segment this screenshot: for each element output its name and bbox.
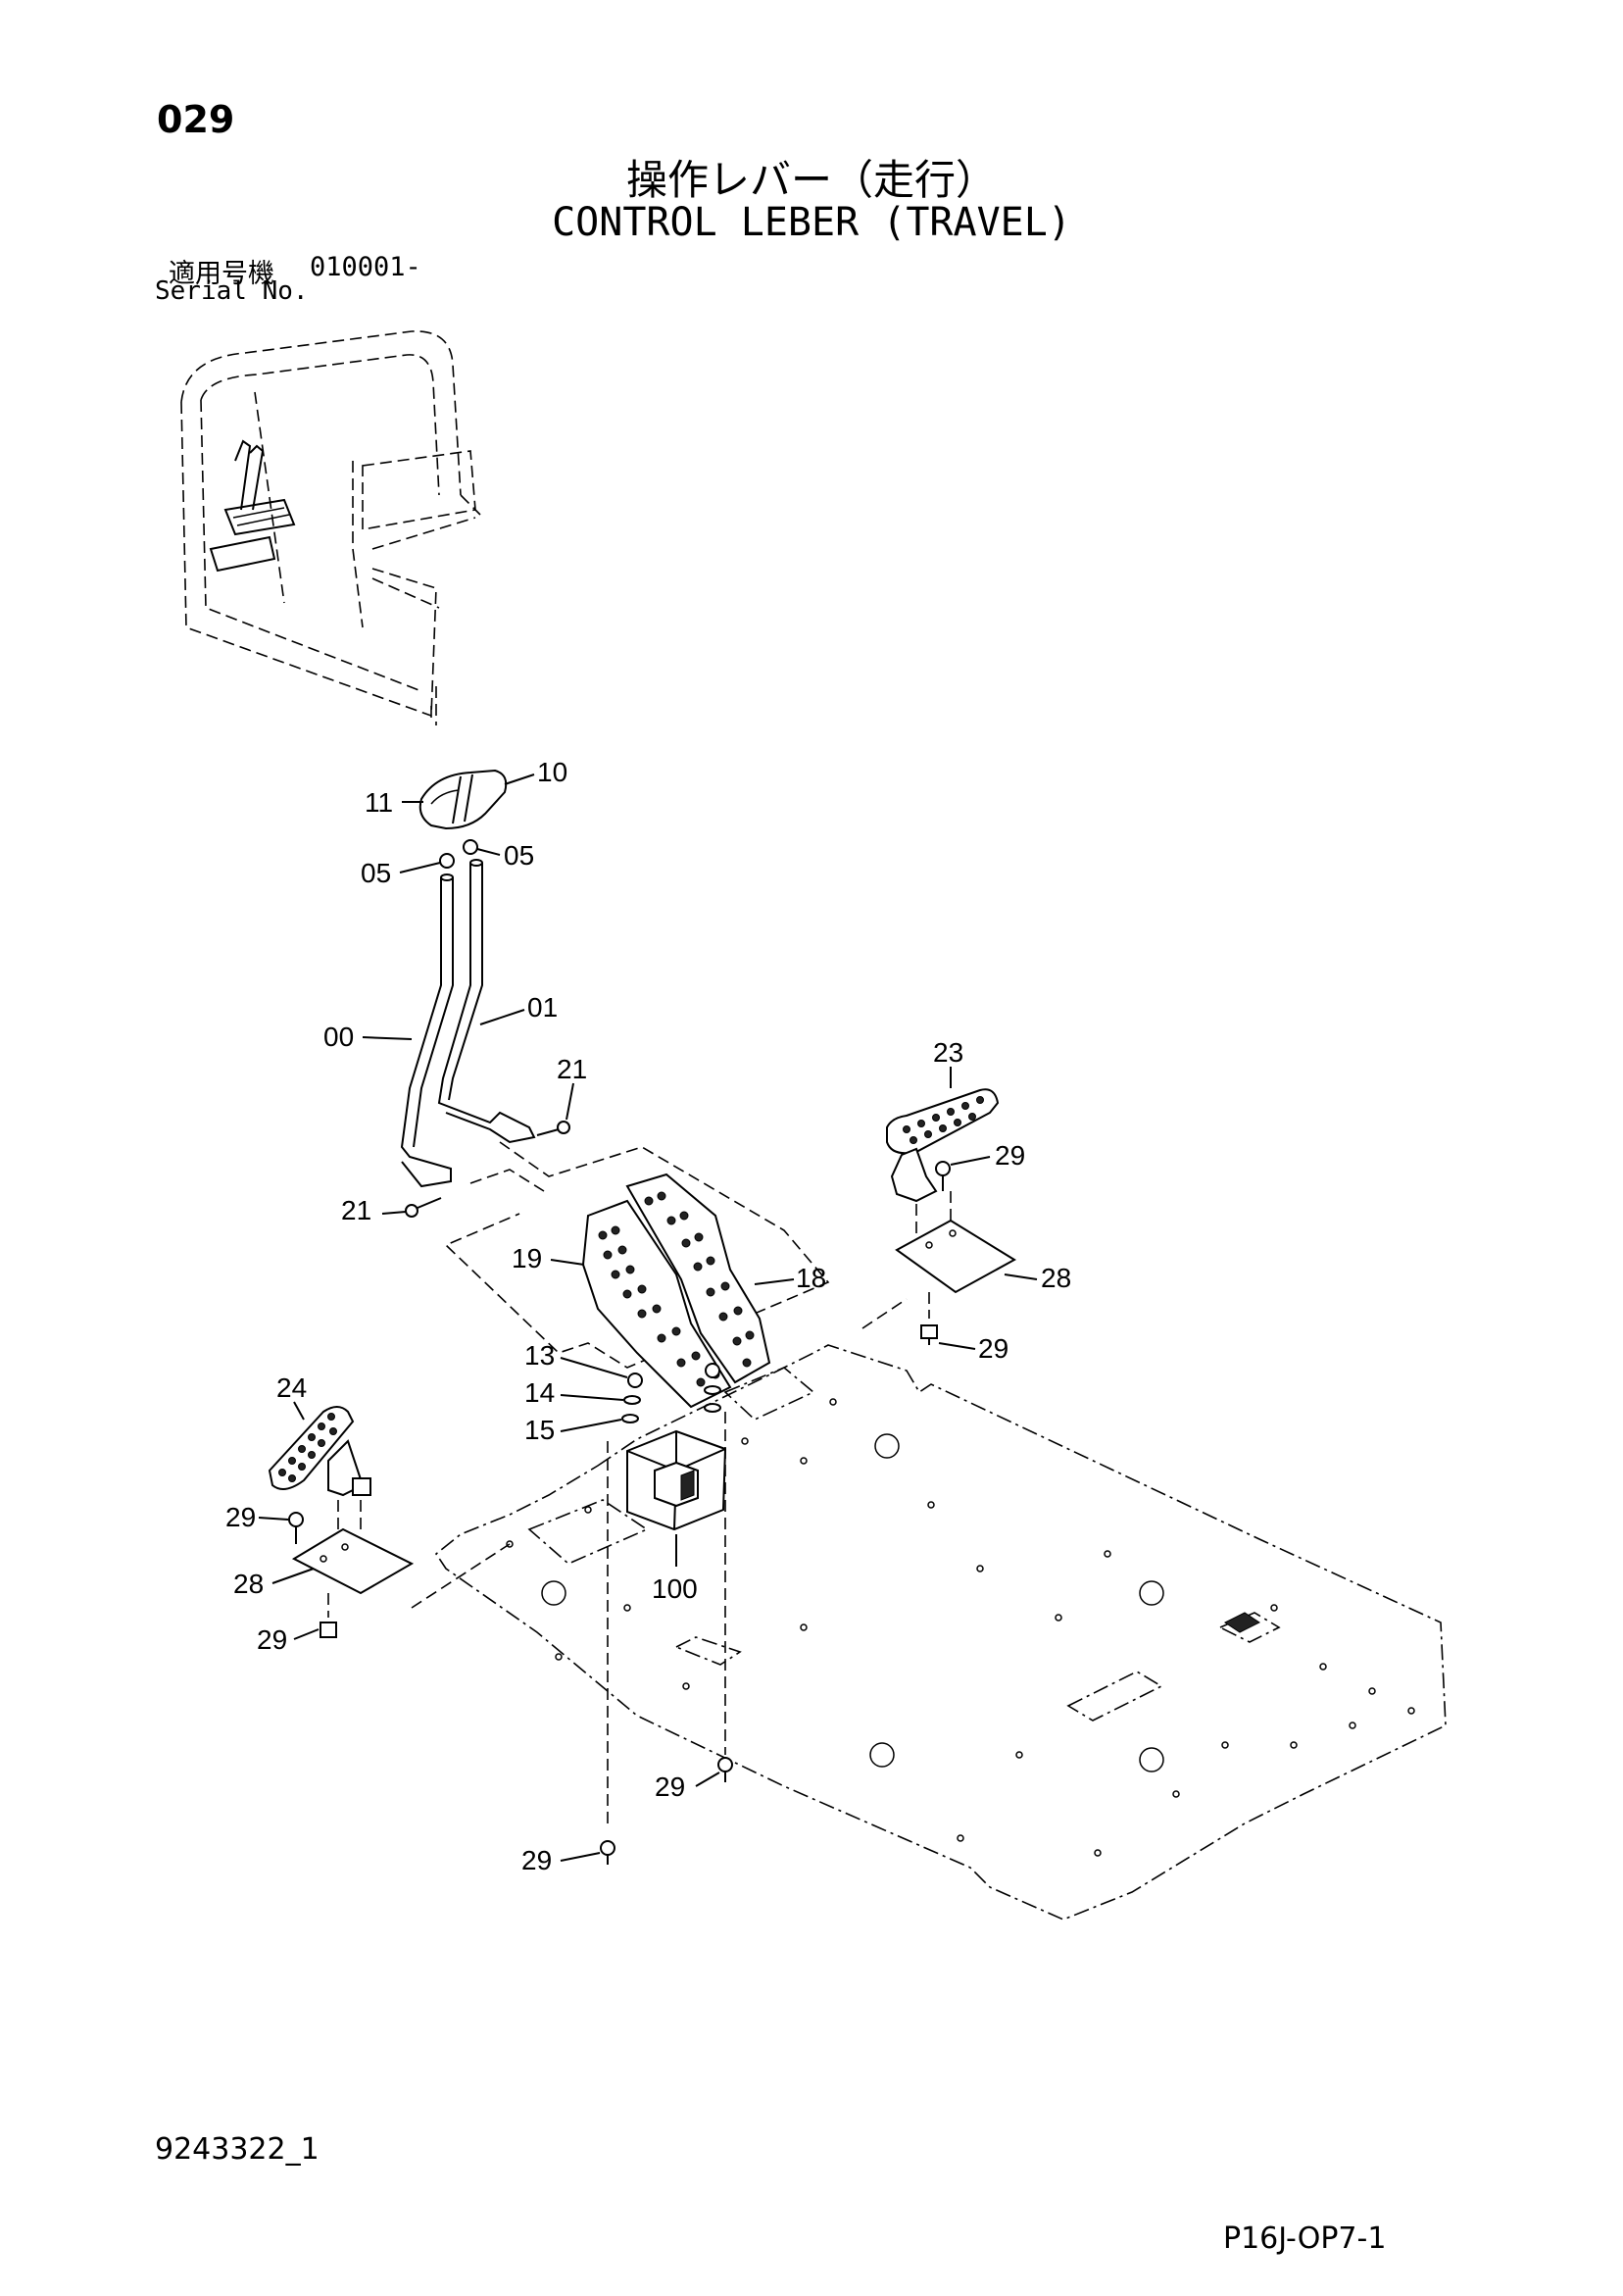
callout-23: 23 [933, 1037, 963, 1068]
callout-10: 10 [537, 757, 567, 787]
callout-29-right-upper: 29 [995, 1140, 1025, 1171]
callout-100: 100 [652, 1573, 698, 1604]
pedal-tread-pattern [598, 1191, 755, 1387]
right-pedal-tread [903, 1096, 984, 1144]
callout-29-left-lower: 29 [257, 1624, 287, 1655]
page-title-japanese: 操作レバー（走行） [625, 156, 997, 204]
serial-label-english: Serial No. [155, 276, 309, 306]
travel-levers [400, 859, 570, 1218]
callout-11: 11 [365, 787, 393, 818]
pilot-valve [621, 1363, 727, 1531]
callout-18: 18 [796, 1263, 826, 1293]
callout-13: 13 [524, 1340, 555, 1371]
floor-plate [434, 1344, 1447, 1921]
callout-14: 14 [524, 1377, 555, 1408]
callout-05-left: 05 [361, 858, 391, 888]
callout-29-floor-right: 29 [655, 1772, 685, 1802]
left-pedal-tread [278, 1413, 337, 1482]
page-title-english: CONTROL LEBER (TRAVEL) [552, 200, 1071, 245]
serial-label-japanese: 適用号機 [169, 259, 274, 289]
callout-05-right: 05 [504, 840, 534, 871]
page-number: 029 [157, 98, 235, 141]
callout-01: 01 [527, 992, 558, 1023]
left-foot-pedal [268, 1406, 415, 1638]
pedal-assembly [444, 1141, 830, 1409]
callout-24: 24 [276, 1373, 307, 1403]
callouts: 10 11 05 05 00 01 21 21 23 29 19 18 28 2… [225, 757, 1071, 1875]
callout-21-lower: 21 [341, 1195, 371, 1225]
serial-number-range: 010001- [310, 252, 421, 282]
callout-28-left: 28 [233, 1569, 264, 1599]
callout-19: 19 [512, 1243, 542, 1273]
document-number: 9243322_1 [155, 2132, 320, 2167]
callout-00: 00 [323, 1022, 354, 1052]
right-foot-pedal [886, 1088, 1016, 1345]
cab-overview-illustration [180, 330, 481, 725]
callout-29-floor-left: 29 [521, 1845, 552, 1875]
callout-21-upper: 21 [557, 1054, 587, 1084]
callout-29-right-lower: 29 [978, 1333, 1008, 1364]
lever-grip [418, 769, 508, 869]
bolt-lines [411, 1169, 908, 1865]
callout-28-right: 28 [1041, 1263, 1071, 1293]
callout-15: 15 [524, 1415, 555, 1445]
sheet-code: P16J-OP7-1 [1223, 2221, 1387, 2256]
callout-29-left-upper: 29 [225, 1502, 256, 1532]
